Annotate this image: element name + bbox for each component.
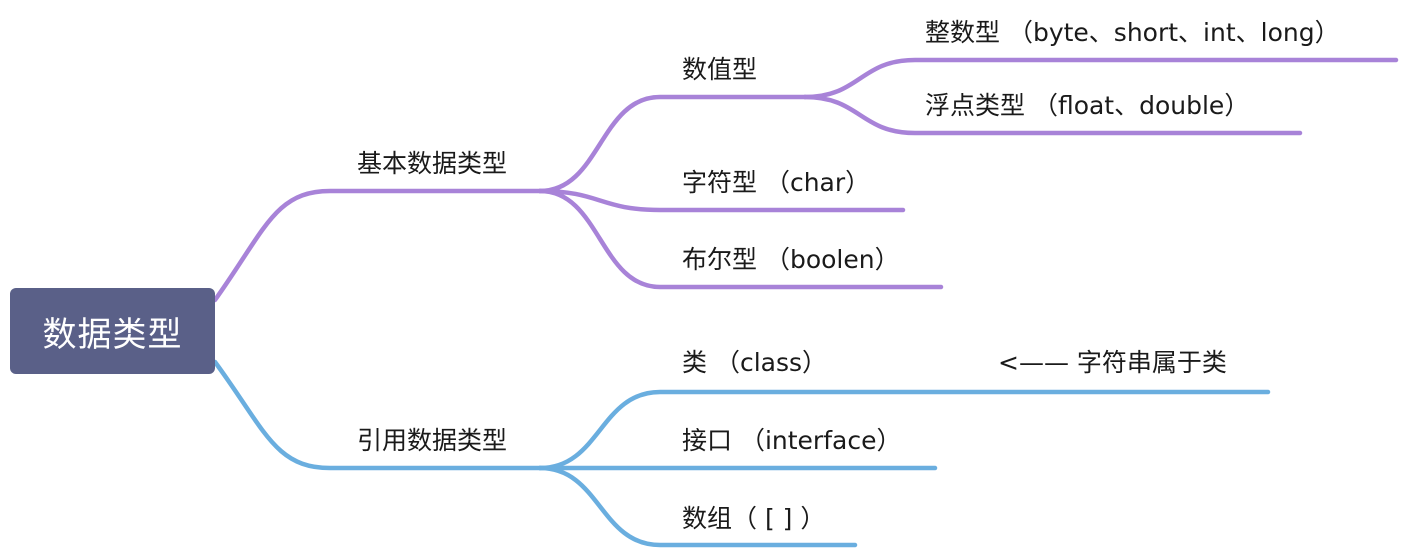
root-node[interactable]: 数据类型	[10, 288, 215, 374]
link-numeric-integer	[802, 57, 1399, 100]
node-primitive-types[interactable]: 基本数据类型	[357, 149, 508, 178]
node-array-type[interactable]: 数组（ [ ] ）	[682, 504, 826, 533]
link-primitive-numeric	[537, 94, 808, 194]
link-reference-array	[537, 465, 858, 548]
node-integer-type[interactable]: 整数型 （byte、short、int、long）	[925, 18, 1340, 47]
node-reference-types[interactable]: 引用数据类型	[357, 426, 508, 455]
node-float-type[interactable]: 浮点类型 （float、double）	[925, 91, 1250, 120]
node-numeric-type[interactable]: 数值型	[682, 55, 758, 84]
node-boolean-type[interactable]: 布尔型 （boolen）	[682, 245, 900, 274]
link-primitive-boolean	[537, 188, 944, 290]
link-reference-class	[537, 389, 1271, 471]
node-interface-type[interactable]: 接口 （interface）	[682, 426, 902, 455]
node-class-note: <—— 字符串属于类	[998, 348, 1227, 377]
root-node-label: 数据类型	[42, 314, 183, 355]
link-root-reference	[212, 359, 543, 471]
link-primitive-char	[537, 188, 906, 213]
node-char-type[interactable]: 字符型 （char）	[682, 168, 871, 197]
node-class-type[interactable]: 类 （class）	[682, 348, 828, 377]
link-numeric-float	[802, 94, 1303, 136]
link-root-primitive	[212, 188, 543, 303]
